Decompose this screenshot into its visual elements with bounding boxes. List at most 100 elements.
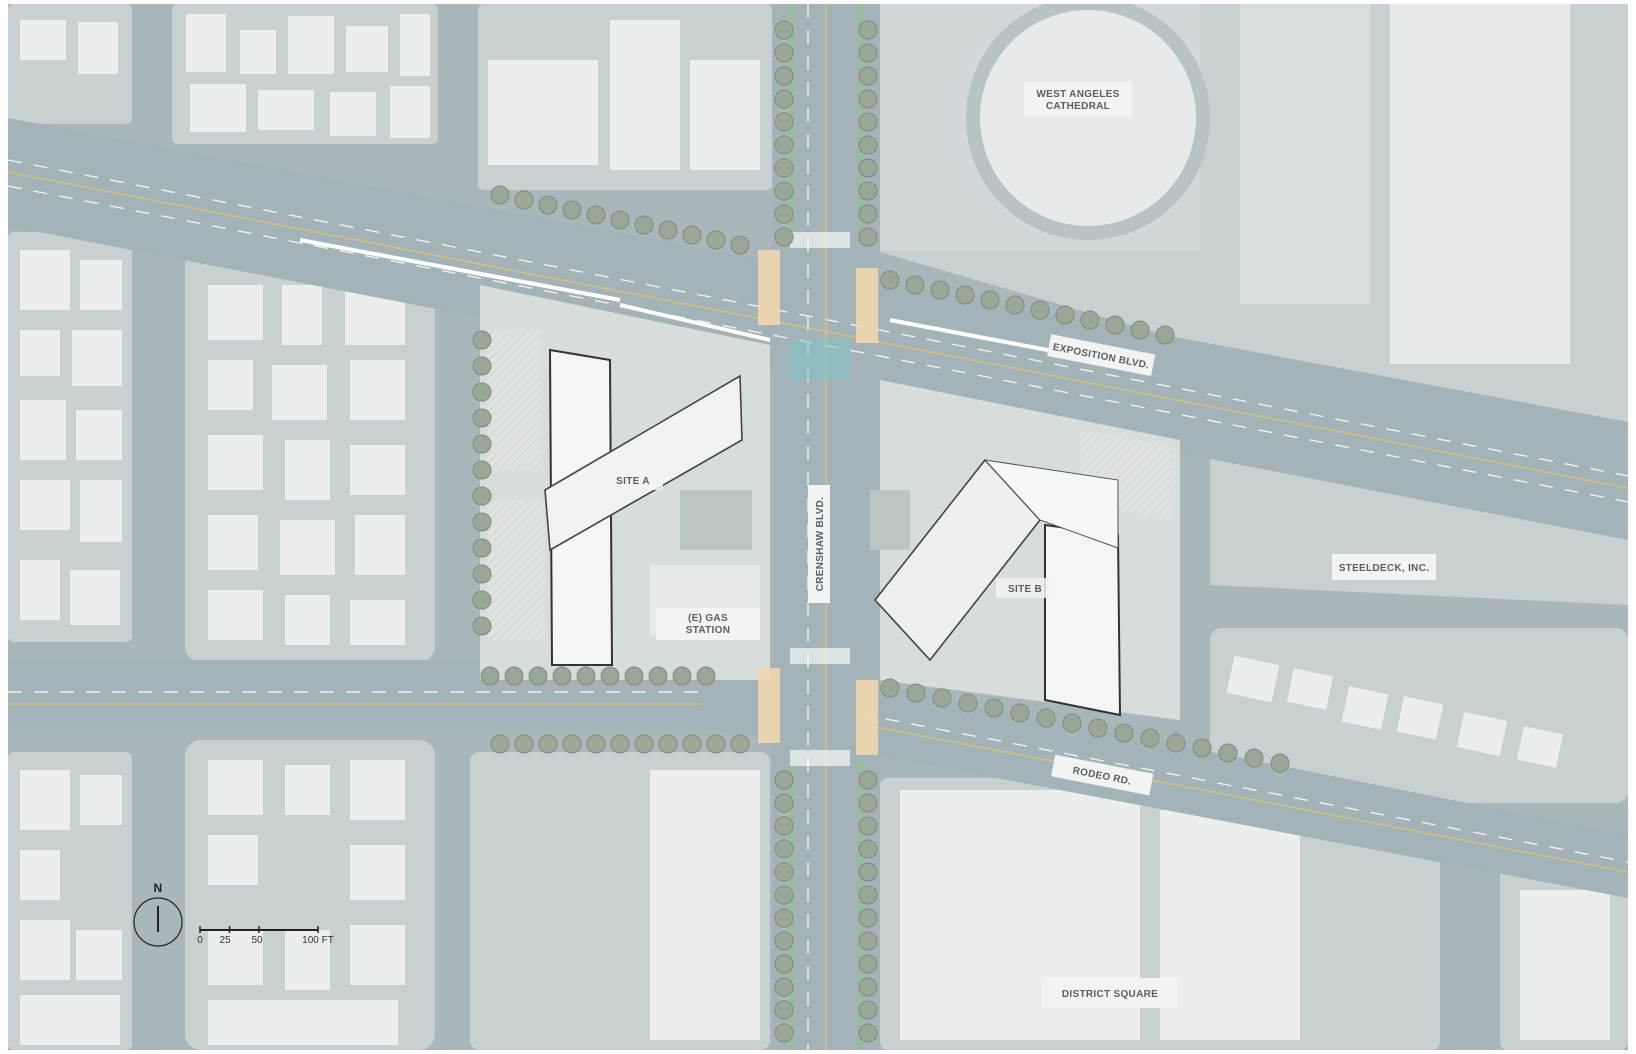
tree	[552, 666, 572, 686]
tree	[706, 230, 726, 250]
tree	[490, 185, 510, 205]
tree	[528, 666, 548, 686]
north-arrow-letter: N	[154, 881, 163, 895]
tree	[930, 280, 950, 300]
tree	[472, 460, 492, 480]
tree	[490, 734, 510, 754]
cathedral-complex	[880, 4, 1570, 364]
tree	[906, 683, 926, 703]
tree	[472, 486, 492, 506]
tree	[858, 770, 878, 790]
tree	[1036, 708, 1056, 728]
tree	[858, 43, 878, 63]
tree	[480, 666, 500, 686]
tree	[858, 885, 878, 905]
label-site-a: SITE A	[616, 476, 650, 487]
tree	[1055, 305, 1075, 325]
tree	[984, 698, 1004, 718]
rodeo-rd	[8, 660, 1628, 898]
tree	[472, 330, 492, 350]
tree	[774, 112, 794, 132]
tree	[624, 666, 644, 686]
label-west-angeles-line2: CATHEDRAL	[1046, 101, 1110, 112]
tree	[774, 204, 794, 224]
tree	[858, 977, 878, 997]
tree	[774, 227, 794, 247]
tree	[1030, 300, 1050, 320]
tree	[472, 538, 492, 558]
tree	[858, 1000, 878, 1020]
tree	[682, 734, 702, 754]
tree	[538, 195, 558, 215]
tree	[858, 816, 878, 836]
tree	[774, 862, 794, 882]
tree	[730, 235, 750, 255]
buildings	[20, 14, 1610, 1045]
label-site-b: SITE B	[1008, 584, 1042, 595]
tree	[472, 590, 492, 610]
tree	[858, 20, 878, 40]
tree	[562, 734, 582, 754]
tree	[774, 839, 794, 859]
tree	[1080, 310, 1100, 330]
tree	[880, 270, 900, 290]
tree	[586, 205, 606, 225]
tree	[1114, 723, 1134, 743]
scale-tick-50: 50	[251, 935, 263, 946]
tree	[514, 734, 534, 754]
label-district-square: DISTRICT SQUARE	[1062, 989, 1158, 1000]
tree	[706, 734, 726, 754]
tree	[858, 158, 878, 178]
tree	[1192, 738, 1212, 758]
tree	[682, 225, 702, 245]
tree	[1005, 295, 1025, 315]
tree	[472, 408, 492, 428]
tree	[880, 678, 900, 698]
label-gas-station-line2: STATION	[686, 625, 731, 636]
tree	[858, 227, 878, 247]
tree	[1270, 753, 1290, 773]
tree	[774, 931, 794, 951]
label-west-angeles-line1: WEST ANGELES	[1036, 89, 1119, 100]
tree	[858, 862, 878, 882]
tree	[858, 839, 878, 859]
tree	[774, 908, 794, 928]
tree	[472, 382, 492, 402]
tree	[1088, 718, 1108, 738]
tree	[774, 816, 794, 836]
tree	[858, 908, 878, 928]
tree	[905, 275, 925, 295]
tree	[648, 666, 668, 686]
tree	[774, 885, 794, 905]
tree	[774, 20, 794, 40]
site-b-tower	[1044, 523, 1122, 717]
tree	[980, 290, 1000, 310]
tree	[472, 434, 492, 454]
tree	[1140, 728, 1160, 748]
scale-tick-25: 25	[219, 935, 231, 946]
tree	[610, 734, 630, 754]
tree	[774, 770, 794, 790]
tree	[958, 693, 978, 713]
tree	[858, 793, 878, 813]
tree	[504, 666, 524, 686]
tree	[774, 135, 794, 155]
tree	[472, 564, 492, 584]
tree	[858, 66, 878, 86]
tree	[514, 190, 534, 210]
tree	[472, 512, 492, 532]
tree	[658, 220, 678, 240]
tree	[1218, 743, 1238, 763]
tree	[1166, 733, 1186, 753]
scale-bar: 0 25 50 100 FT	[197, 926, 334, 946]
tree	[774, 181, 794, 201]
block	[1210, 455, 1628, 605]
tree	[774, 66, 794, 86]
tree	[774, 43, 794, 63]
tree	[472, 356, 492, 376]
tree	[696, 666, 716, 686]
tree	[774, 1023, 794, 1043]
label-steeldeck: STEELDECK, INC.	[1339, 563, 1430, 574]
tree	[576, 666, 596, 686]
tree	[1130, 320, 1150, 340]
